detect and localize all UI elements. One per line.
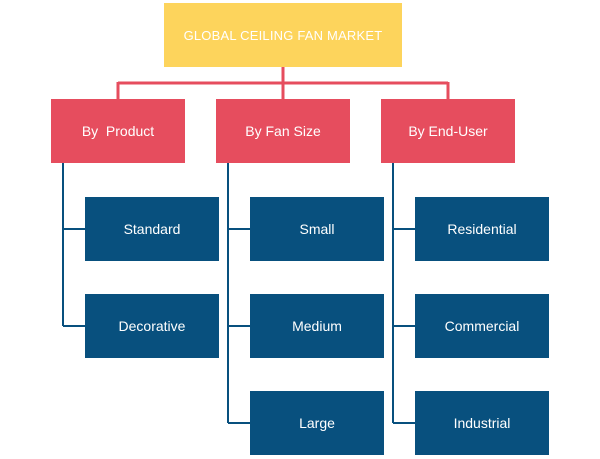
leaf-node-standard: Standard bbox=[85, 197, 219, 261]
leaf-node-large: Large bbox=[250, 391, 384, 455]
leaf-node-medium: Medium bbox=[250, 294, 384, 358]
category-node-end-user: By End-User bbox=[381, 99, 515, 163]
category-node-fan-size: By Fan Size bbox=[216, 99, 350, 163]
leaf-node-small: Small bbox=[250, 197, 384, 261]
leaf-node-commercial: Commercial bbox=[415, 294, 549, 358]
leaf-node-residential: Residential bbox=[415, 197, 549, 261]
leaf-node-industrial: Industrial bbox=[415, 391, 549, 455]
leaf-connectors bbox=[62, 163, 415, 424]
root-node: GLOBAL CEILING FAN MARKET bbox=[164, 3, 402, 67]
category-node-product: By Product bbox=[51, 99, 185, 163]
leaf-node-decorative: Decorative bbox=[85, 294, 219, 358]
root-connectors bbox=[116, 67, 450, 99]
